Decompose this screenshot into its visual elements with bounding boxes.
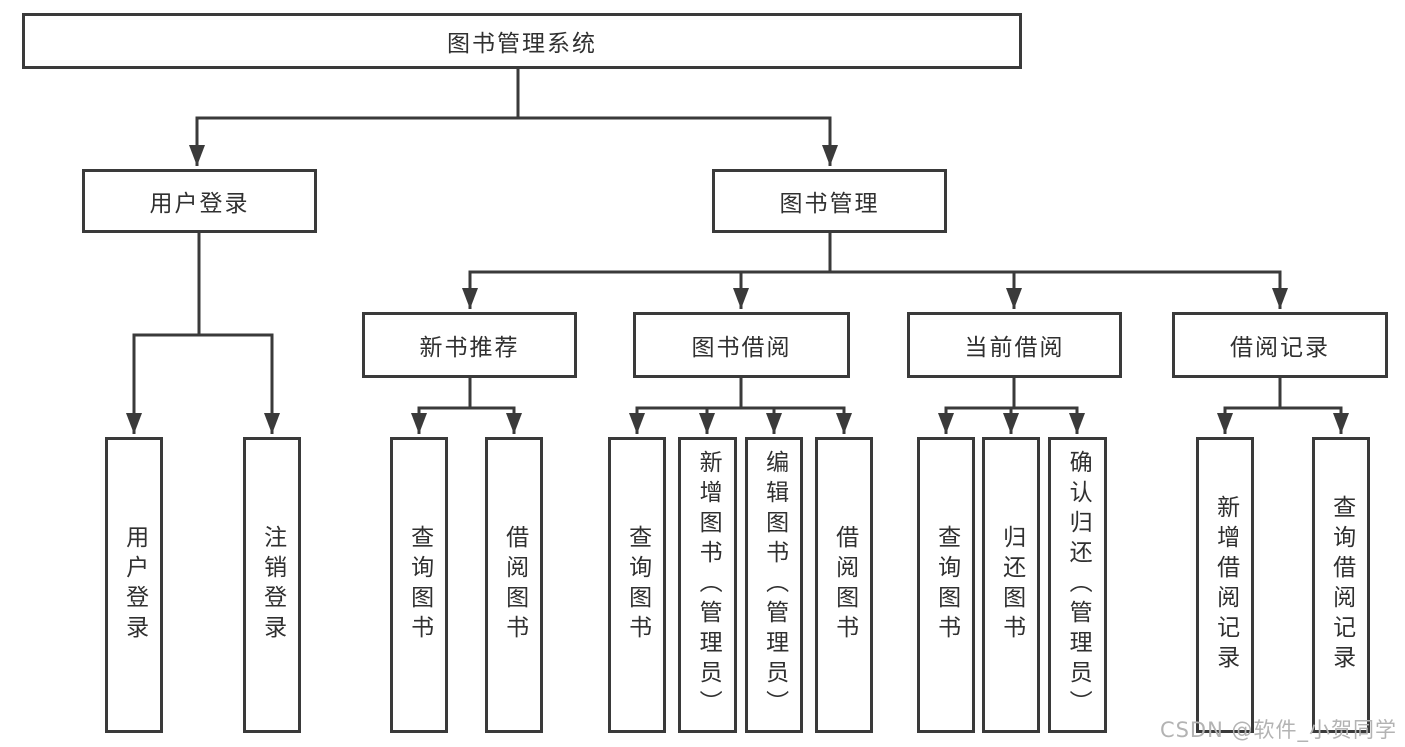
node-new-book-recommendation: 新书推荐 <box>362 312 577 378</box>
node-user-login-leaf: 用户登录 <box>105 437 163 733</box>
node-query-borrow-record: 查询借阅记录 <box>1312 437 1370 733</box>
node-label: 查询图书 <box>624 525 651 645</box>
node-label: 用户登录 <box>149 191 250 217</box>
node-add-borrow-record: 新增借阅记录 <box>1196 437 1254 733</box>
node-current-borrowing: 当前借阅 <box>907 312 1122 378</box>
node-library-management-system: 图书管理系统 <box>22 13 1022 69</box>
node-book-borrowing: 图书借阅 <box>633 312 850 378</box>
node-borrowing-records: 借阅记录 <box>1172 312 1388 378</box>
node-query-books: 查询图书 <box>390 437 448 733</box>
node-label: 归还图书 <box>998 525 1025 645</box>
csdn-watermark: CSDN @软件_小贺同学 <box>1159 718 1397 742</box>
node-label: 确认归还（管理员） <box>1065 450 1092 720</box>
node-label: 注销登录 <box>259 525 286 645</box>
node-borrow-books: 借阅图书 <box>485 437 543 733</box>
node-label: 查询借阅记录 <box>1328 495 1355 675</box>
node-label: 借阅图书 <box>501 525 528 645</box>
node-edit-book-admin: 编辑图书（管理员） <box>745 437 803 733</box>
node-label: 新增图书（管理员） <box>695 450 722 720</box>
node-label: 新增借阅记录 <box>1212 495 1239 675</box>
node-label: 查询图书 <box>933 525 960 645</box>
node-logout: 注销登录 <box>243 437 301 733</box>
node-label: 用户登录 <box>121 525 148 645</box>
node-borrow-books: 借阅图书 <box>815 437 873 733</box>
node-label: 查询图书 <box>406 525 433 645</box>
node-label: 图书借阅 <box>691 335 792 361</box>
node-label: 图书管理 <box>779 191 880 217</box>
node-add-book-admin: 新增图书（管理员） <box>678 437 737 733</box>
node-label: 新书推荐 <box>419 335 520 361</box>
node-label: 借阅图书 <box>831 525 858 645</box>
node-user-login: 用户登录 <box>82 169 317 233</box>
node-label: 借阅记录 <box>1230 335 1330 361</box>
node-return-books: 归还图书 <box>982 437 1040 733</box>
node-query-books: 查询图书 <box>917 437 975 733</box>
node-book-management: 图书管理 <box>712 169 947 233</box>
node-query-books: 查询图书 <box>608 437 666 733</box>
node-label: 编辑图书（管理员） <box>761 450 788 720</box>
node-label: 图书管理系统 <box>447 31 597 57</box>
node-label: 当前借阅 <box>964 335 1065 361</box>
node-confirm-return-admin: 确认归还（管理员） <box>1048 437 1107 733</box>
